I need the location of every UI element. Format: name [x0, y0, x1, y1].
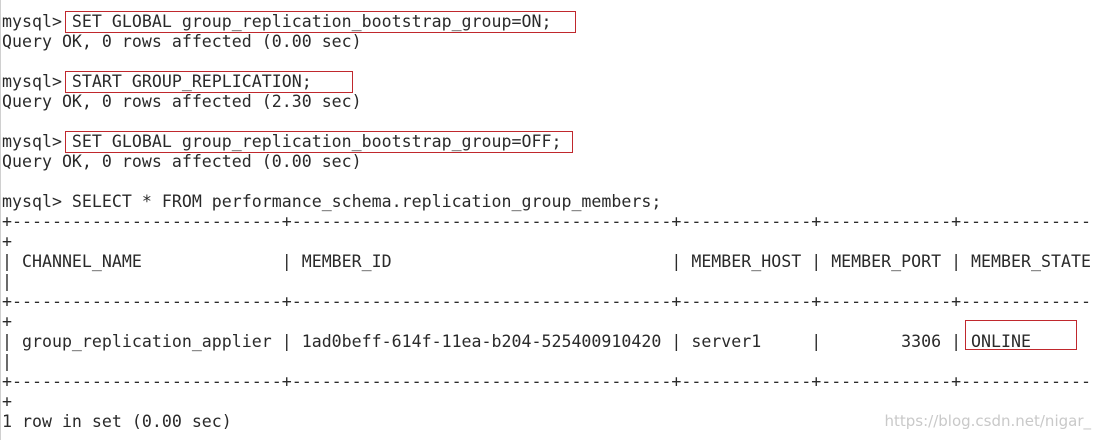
table-row: | group_replication_applier | 1ad0beff-6… — [2, 332, 1031, 351]
watermark: https://blog.csdn.net/nigar_ — [884, 412, 1091, 430]
result-summary: 1 row in set (0.00 sec) — [2, 412, 232, 431]
terminal-line: mysql> SELECT * FROM performance_schema.… — [2, 192, 662, 211]
window-edge — [0, 0, 1, 440]
highlight-box-member-state — [965, 320, 1077, 350]
terminal-line: Query OK, 0 rows affected (0.00 sec) — [2, 152, 362, 171]
table-border-line: | — [2, 352, 12, 371]
table-border-line: +---------------------------+-----------… — [2, 212, 1091, 231]
table-border-line: + — [2, 392, 12, 411]
table-header-row: | CHANNEL_NAME | MEMBER_ID | MEMBER_HOST… — [2, 252, 1091, 271]
table-border-line: + — [2, 312, 12, 331]
terminal-line: Query OK, 0 rows affected (2.30 sec) — [2, 92, 362, 111]
terminal-line: mysql> START GROUP_REPLICATION; — [2, 72, 312, 91]
table-border-line: +---------------------------+-----------… — [2, 292, 1091, 311]
table-border-line: + — [2, 232, 12, 251]
terminal-line: mysql> SET GLOBAL group_replication_boot… — [2, 132, 562, 151]
highlight-box-bootstrap-off — [65, 131, 573, 153]
table-border-line: +---------------------------+-----------… — [2, 372, 1091, 391]
highlight-box-bootstrap-on — [65, 11, 576, 33]
terminal-line: Query OK, 0 rows affected (0.00 sec) — [2, 32, 362, 51]
table-border-line: | — [2, 272, 12, 291]
terminal-line: mysql> SET GLOBAL group_replication_boot… — [2, 12, 552, 31]
highlight-box-start-replication — [65, 71, 353, 93]
